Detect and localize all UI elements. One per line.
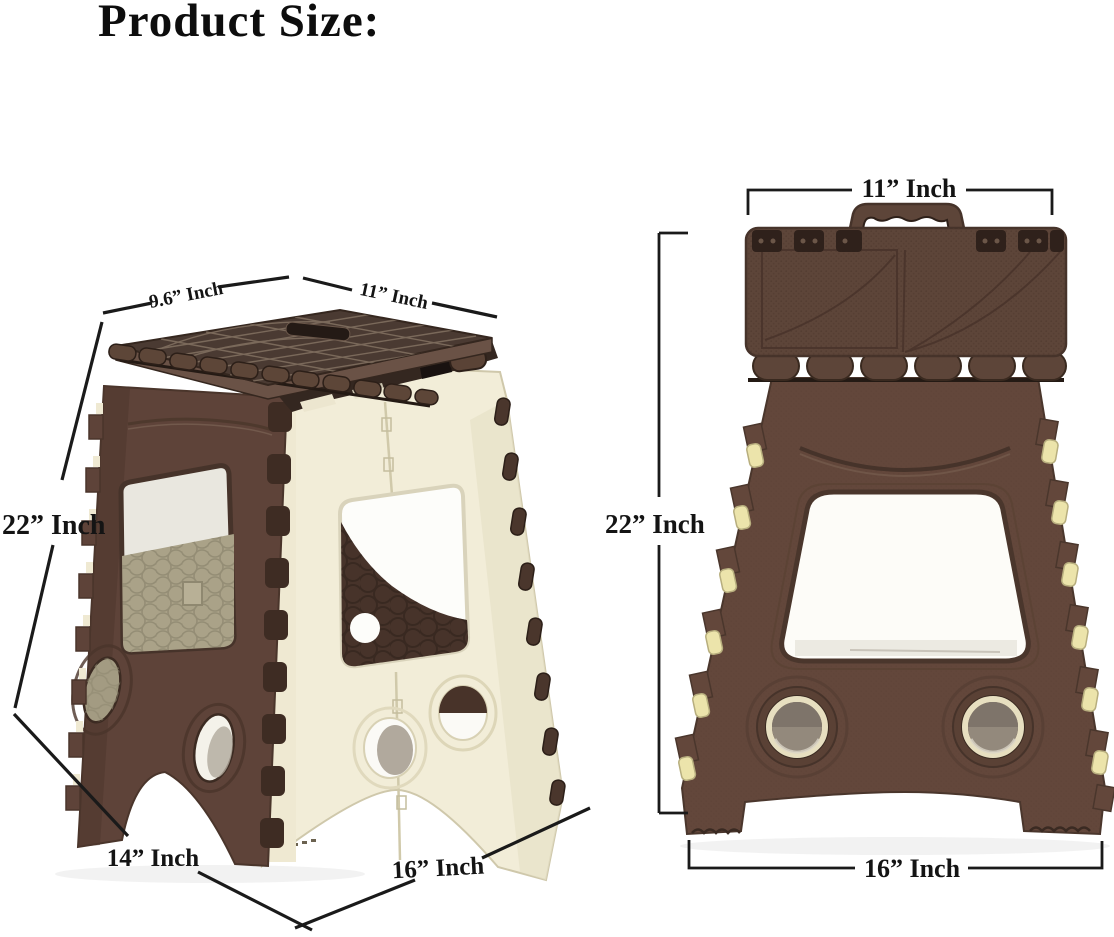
open-stool-illustration: 9.6” Inch 11” Inch 22” Inch 14” Inch 16”… (2, 275, 591, 932)
folded-feet-serration (691, 826, 1091, 835)
folded-window (779, 489, 1031, 664)
brown-edge-teeth (65, 414, 104, 811)
under-seat-cream1 (300, 394, 336, 412)
dim-line-base-width-a (294, 878, 416, 930)
brown-panel-groove-hl (127, 423, 273, 436)
dim-line-height-a (60, 321, 104, 481)
flap-decor-lines (761, 249, 1061, 353)
folded-grommet-left (747, 677, 847, 777)
dim-label-top-width: 11” Inch (358, 279, 430, 314)
dim-line-top-depth-a (102, 301, 153, 315)
seat-handle-slot (285, 321, 351, 342)
dim-line-height-b (13, 544, 55, 709)
tan-insert-texture (122, 534, 235, 653)
folded-stool-dimension-lines (657, 188, 1104, 870)
folded-groove-hl (799, 453, 1011, 477)
flap-top-hinge-slots (752, 230, 1064, 252)
open-stool-dimension-lines (12, 275, 591, 932)
dim-bracket-width-left (746, 188, 852, 215)
cream-panel-shade (470, 400, 563, 880)
brown-hole1-texture (83, 657, 121, 723)
dim-base-right (968, 841, 1104, 870)
bracket-hole (350, 613, 380, 643)
cream-edge-capsule-hinges (493, 397, 566, 806)
cream-hole-ring (352, 706, 428, 790)
dim-line-base-depth-b (197, 870, 313, 932)
dim-label-base-width: 16” Inch (391, 853, 485, 885)
folded-dim-label-base-width: 16” Inch (864, 854, 961, 883)
dim-label-top-depth: 9.6” Inch (147, 278, 225, 313)
brown-hole2-ring (181, 702, 247, 794)
open-stool-seat (108, 308, 493, 408)
dim-label-height: 22” Inch (2, 510, 106, 541)
open-stool-shadow (55, 865, 365, 883)
folded-stool-shadow (680, 837, 1110, 855)
flap-texture (746, 228, 1066, 356)
brown-panel-groove (127, 417, 273, 432)
dim-line-base-depth-a (12, 712, 130, 838)
folded-groove (799, 446, 1011, 472)
dim-line-top-width-a (302, 276, 353, 292)
dim-base-left (687, 840, 855, 870)
cream-hole-disc (377, 725, 413, 775)
cream-hole2-ring (428, 674, 498, 752)
panel-seam-hinge-tabs (260, 402, 292, 848)
folded-dim-label-height: 22” Inch (605, 509, 705, 539)
dim-line-top-width-b (431, 301, 498, 319)
cream-hole2-dark (439, 686, 487, 713)
brown-panel-shade (78, 386, 130, 847)
dim-line-top-depth-b (217, 275, 290, 289)
folded-right-edge-pins (1041, 438, 1109, 775)
folded-seat-flap (744, 226, 1068, 358)
tan-insert-clip (182, 581, 203, 606)
dim-label-base-depth: 14” Inch (107, 845, 199, 872)
dim-line-base-width-b (481, 806, 591, 860)
open-stool-cream-panel (260, 368, 566, 882)
under-seat-slot (420, 361, 452, 379)
brown-hole2-disc (207, 726, 233, 778)
folded-left-edge-pins (678, 442, 765, 782)
open-stool-brown-panel (65, 384, 296, 868)
folded-window-inner-line (849, 649, 1001, 653)
folded-dim-label-width: 11” Inch (862, 174, 957, 203)
folded-window-emboss (770, 483, 1040, 670)
seat-front-hinge-barrels (108, 343, 439, 406)
dim-bracket-width-right (966, 188, 1054, 215)
folded-grommet-right (943, 677, 1043, 777)
folded-window-inner-shade (795, 640, 1017, 656)
folded-stool-illustration: 11” Inch 22” Inch 16” Inch (605, 174, 1114, 883)
page-title: Product Size: (98, 0, 381, 47)
